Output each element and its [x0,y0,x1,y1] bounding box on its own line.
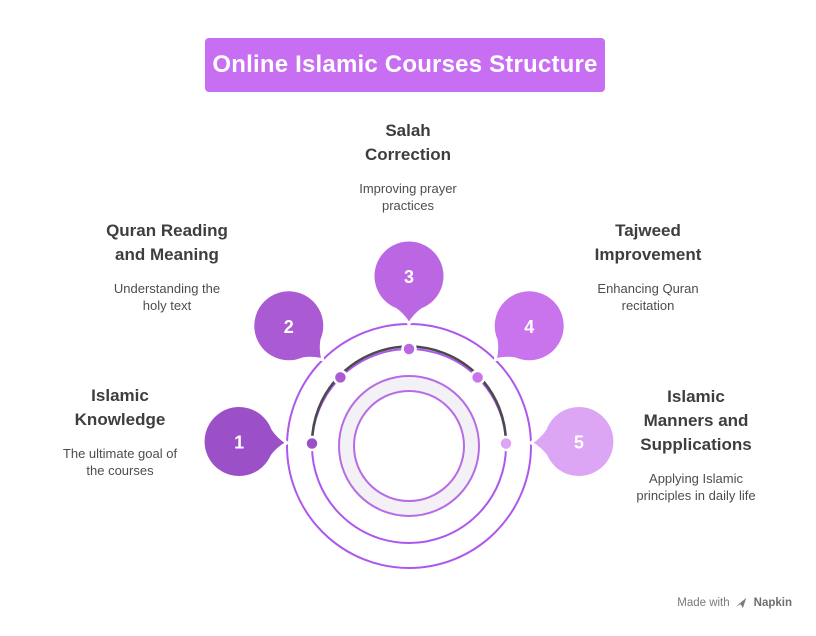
step-number-2: 2 [284,317,294,337]
step-dot-2 [332,369,349,386]
step-title: Islamic Knowledge [74,386,166,429]
step-label-salah-correction: Salah Correction Improving prayer practi… [308,119,508,214]
step-dot-3 [401,341,417,357]
step-title: Salah Correction [365,121,451,164]
step-title: Islamic Manners and Supplications [640,387,752,454]
step-dot-5 [498,435,514,452]
center-donut-inner-edge [353,390,465,502]
page-title: Online Islamic Courses Structure [212,51,598,78]
step-description: Applying Islamic principles in daily lif… [636,471,756,503]
step-label-tajweed-improvement: Tajweed Improvement Enhancing Quran reci… [548,219,748,314]
step-label-quran-reading: Quran Reading and Meaning Understanding … [67,219,267,314]
napkin-brand-text: Napkin [753,597,792,609]
step-number-1: 1 [234,433,244,453]
step-bubble-2 [251,288,327,364]
step-bubble-1 [201,404,289,479]
step-dot-1 [304,435,320,452]
title-banner: Online Islamic Courses Structure [205,38,605,92]
step-description: Understanding the holy text [113,281,221,313]
step-number-3: 3 [404,267,414,287]
made-with-text: Made with [677,597,730,609]
step-description: Improving prayer practices [359,181,457,213]
step-bubble-4 [491,288,567,364]
step-dot-4 [469,369,486,386]
center-donut-outer-edge [338,375,480,517]
center-donut-band [339,376,479,516]
step-number-5: 5 [574,433,584,453]
step-number-4: 4 [524,317,534,337]
step-title: Tajweed Improvement [594,221,702,264]
step-title: Quran Reading and Meaning [106,221,228,264]
step-bubble-5 [529,404,617,479]
step-label-islamic-knowledge: Islamic Knowledge The ultimate goal of t… [20,384,220,479]
step-label-islamic-manners: Islamic Manners and Supplications Applyi… [596,385,796,504]
napkin-logo-icon [735,597,746,609]
step-bubble-3 [371,238,447,326]
step-description: The ultimate goal of the courses [62,446,178,478]
made-with-napkin: Made with Napkin [677,597,792,609]
step-description: Enhancing Quran recitation [597,281,699,313]
